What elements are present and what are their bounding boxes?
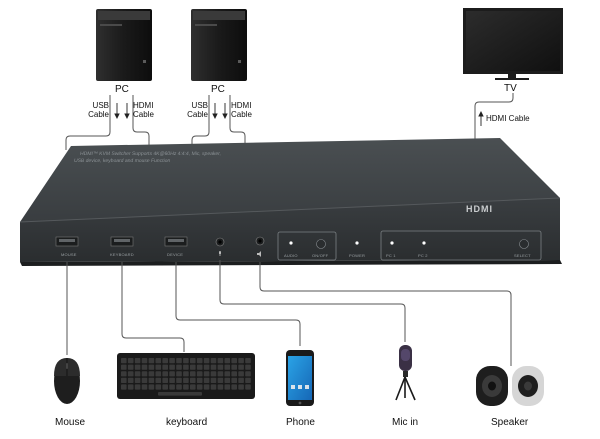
microphone-icon — [395, 345, 416, 401]
pc-2-tower-icon — [191, 9, 247, 81]
label-pc1: PC 1 — [386, 253, 396, 258]
speaker-glyph-icon — [257, 251, 261, 257]
cable-direction-arrows — [114, 103, 484, 126]
label-power: POWER — [349, 253, 366, 258]
audio-on-off-button — [316, 239, 326, 249]
power-indicator-led — [355, 241, 359, 245]
phone-icon — [286, 350, 314, 406]
pc2-indicator-led — [422, 241, 426, 245]
pc-cable-lines — [65, 93, 514, 150]
audio-control-group — [277, 231, 337, 261]
phone-label: Phone — [286, 417, 315, 428]
pc2-hdmi-cable-label: HDMI Cable — [231, 101, 252, 119]
hdmi-logo: HDMI — [466, 204, 493, 214]
tv-icon — [463, 8, 563, 80]
tv-label: TV — [504, 83, 517, 94]
kvm-switch-body — [19, 138, 562, 266]
pc-1-tower-icon — [96, 9, 152, 81]
audio-indicator-led — [289, 241, 293, 245]
label-select: SELECT — [514, 253, 531, 258]
mic-jack — [215, 237, 225, 247]
port-label-mouse: MOUSE — [61, 252, 77, 257]
keyboard-label: keyboard — [166, 417, 208, 428]
label-audio: AUDIO — [284, 253, 298, 258]
mic-label: Mic in — [392, 417, 419, 428]
pc1-label: PC — [115, 84, 129, 95]
switch-caption-line-1: HDMI™ KVM Switcher Supports 4K@60Hz 4:4:… — [79, 151, 222, 157]
speaker-jack — [255, 236, 265, 246]
port-label-device: DEVICE — [167, 252, 184, 257]
pc-select-group — [380, 230, 542, 261]
usb-port-keyboard — [110, 236, 134, 247]
mic-glyph-icon — [219, 251, 221, 256]
pc1-hdmi-cable-label: HDMI Cable — [133, 101, 154, 119]
pc2-label: PC — [211, 84, 225, 95]
pc1-indicator-led — [390, 241, 394, 245]
pc1-usb-cable-label: USB Cable — [88, 101, 109, 119]
usb-port-mouse — [55, 236, 79, 247]
speakers-icon — [476, 366, 544, 406]
mouse-icon — [54, 358, 80, 404]
pc2-usb-cable-label: USB Cable — [187, 101, 208, 119]
peripheral-cable-lines — [66, 260, 512, 366]
mouse-label: Mouse — [55, 417, 86, 428]
switch-caption-line-2: USB device, keyboard and mouse Function — [73, 158, 171, 164]
select-button — [519, 239, 529, 249]
speaker-label: Speaker — [491, 417, 529, 428]
tv-hdmi-cable-label: HDMI Cable — [486, 114, 530, 123]
label-pc2: PC 2 — [418, 253, 428, 258]
keyboard-icon — [117, 353, 255, 399]
port-label-keyboard: KEYBOARD — [110, 252, 134, 257]
usb-port-device — [164, 236, 188, 247]
label-on-off: ON/OFF — [312, 253, 329, 258]
